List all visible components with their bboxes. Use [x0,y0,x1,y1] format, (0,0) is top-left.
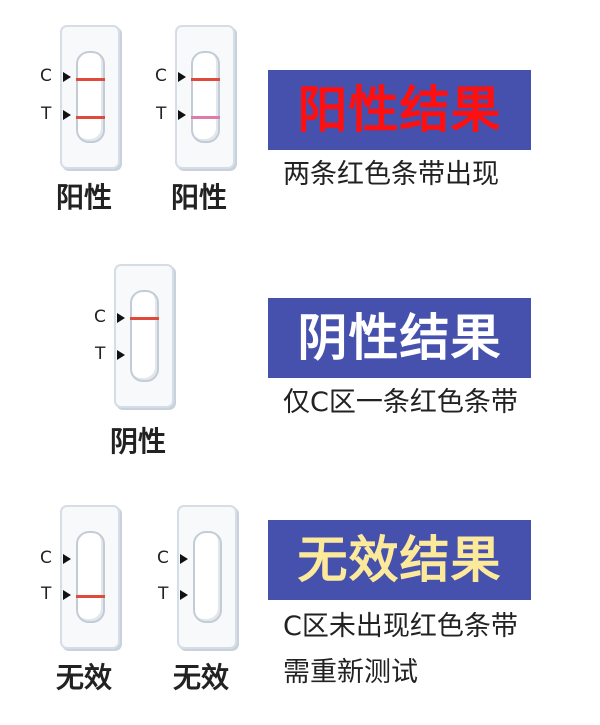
c-line [130,317,159,320]
t-line [76,595,105,598]
invalid-result-title: 无效结果 [268,520,531,600]
c-label: C [40,548,52,568]
cassette-label: 阳性 [56,181,113,214]
positive-result-desc: 两条红色条带出现 [283,159,499,190]
t-arrow-icon [178,110,186,120]
result-window [193,531,222,623]
c-arrow-icon [117,313,125,323]
c-line [76,78,105,81]
c-arrow-icon [180,554,188,564]
t-label: T [156,104,167,124]
c-label: C [155,66,167,86]
t-label: T [158,584,169,604]
result-window [76,51,105,143]
positive-result-title: 阳性结果 [268,70,531,150]
t-line-faint [191,116,220,119]
t-arrow-icon [63,590,71,600]
t-label: T [41,104,52,124]
c-label: C [40,66,52,86]
test-cassette-negative [114,264,174,408]
c-arrow-icon [63,554,71,564]
invalid-result-desc-1: C区未出现红色条带 [283,611,518,642]
invalid-result-desc-2: 需重新测试 [283,657,418,688]
cassette-label: 阴性 [110,425,167,458]
test-cassette-positive-2 [175,25,235,169]
negative-result-title: 阴性结果 [268,298,531,378]
test-cassette-positive-1 [60,25,120,169]
c-arrow-icon [63,72,71,82]
result-window [130,290,159,382]
test-cassette-invalid-2 [177,505,237,649]
c-line [191,78,220,81]
t-arrow-icon [63,110,71,120]
c-arrow-icon [178,72,186,82]
t-line [76,116,105,119]
c-label: C [94,307,106,327]
result-window [76,531,105,623]
t-arrow-icon [117,350,125,360]
t-label: T [41,584,52,604]
negative-result-desc: 仅C区一条红色条带 [283,387,518,418]
t-arrow-icon [180,590,188,600]
c-label: C [157,548,169,568]
t-label: T [95,344,106,364]
cassette-label: 阳性 [171,181,228,214]
test-cassette-invalid-1 [60,505,120,649]
cassette-label: 无效 [173,661,230,694]
result-window [191,51,220,143]
cassette-label: 无效 [56,661,113,694]
